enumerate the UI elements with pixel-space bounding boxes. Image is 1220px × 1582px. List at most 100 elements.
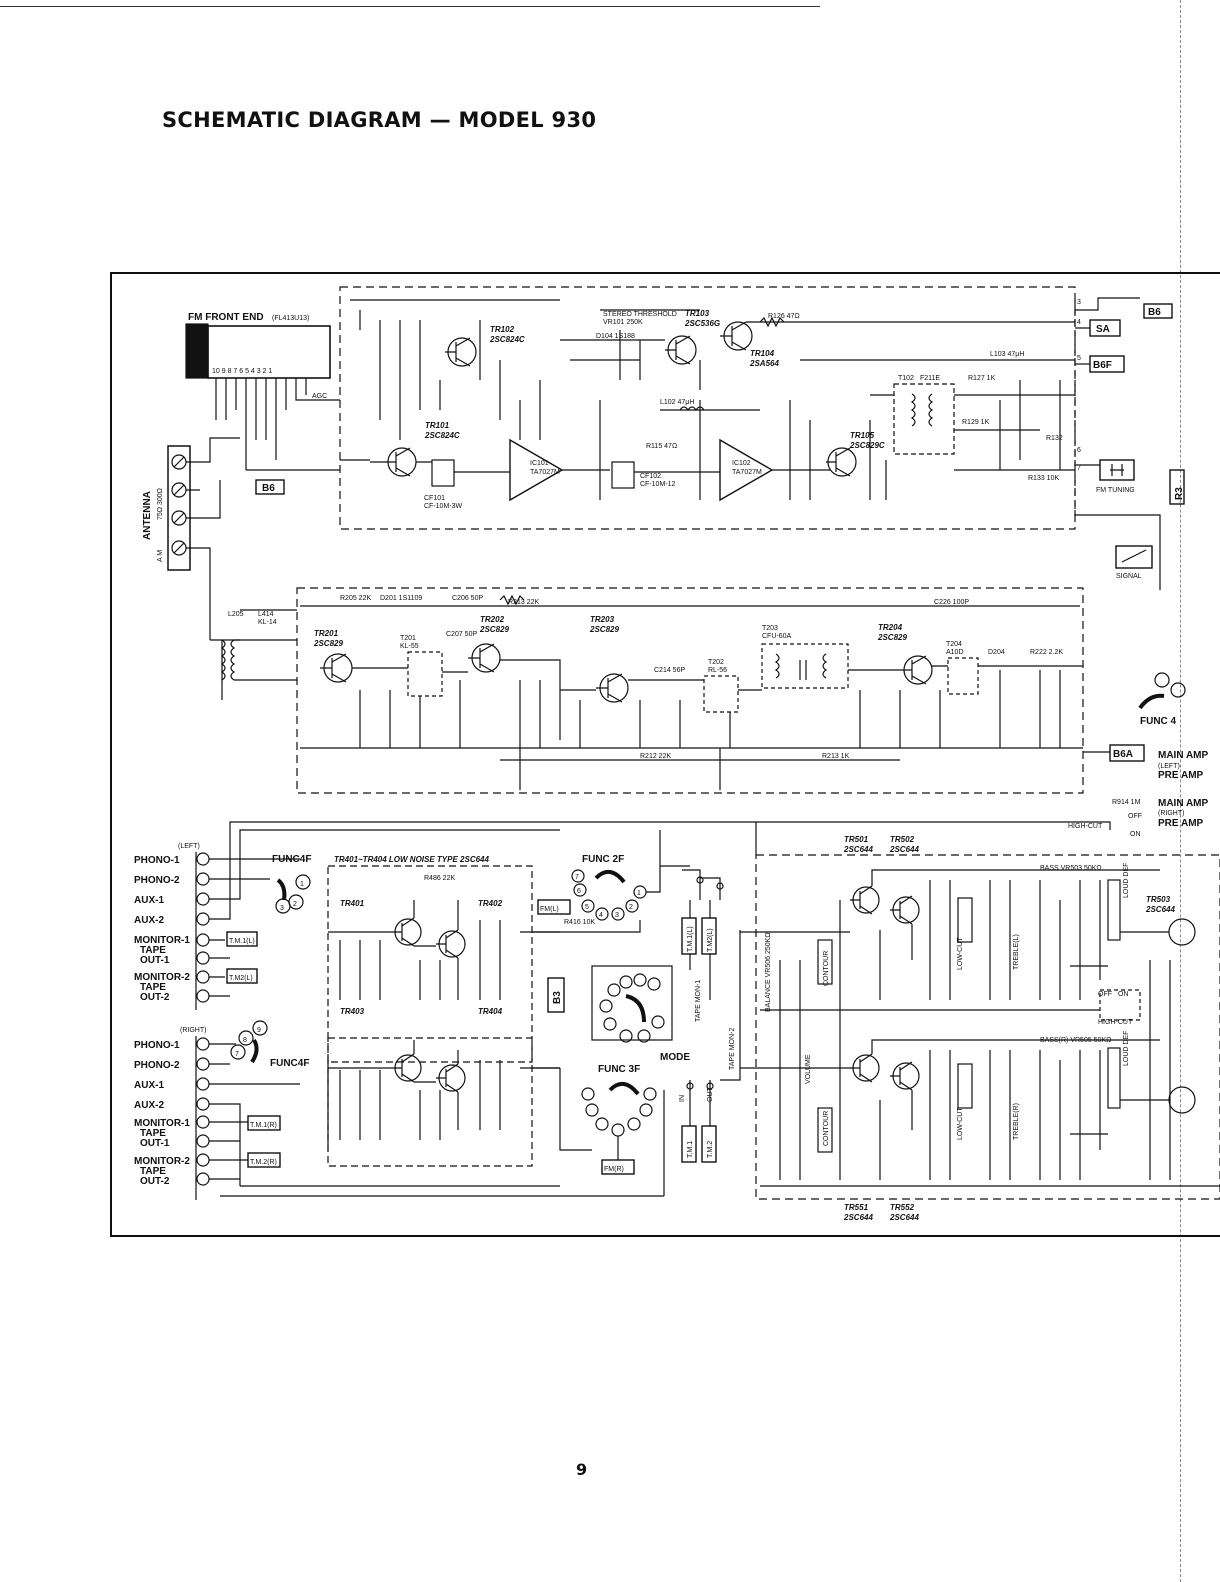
ic101-type: TA7027M (530, 469, 560, 476)
signal-label: SIGNAL (1116, 573, 1142, 580)
high-cut-off-label: OFF (1128, 813, 1142, 820)
svg-text:6: 6 (577, 888, 581, 895)
balance-label: BALANCE VR506 250KΩ (765, 932, 772, 1012)
right-tape-1: TAPE (140, 1128, 166, 1139)
b6-connector-left: B6 (262, 483, 275, 494)
func4f-left-label: FUNC4F (272, 854, 311, 865)
tr103-label: TR103 (685, 309, 710, 318)
tr203-label: TR203 (590, 615, 615, 624)
r914-label: R914 1M (1112, 799, 1141, 806)
tm2l-left-tag: T.M2(L) (229, 975, 253, 982)
tr104-label: TR104 (750, 349, 775, 358)
antenna-am-label: A M (157, 550, 164, 562)
tm1-top-tag: T.M.1(L) (687, 926, 694, 952)
fm-if-amp-stage-1: TR101 2SC824C TR102 2SC824C CF101 CF-10M… (350, 299, 700, 510)
pre-amp-left-label: PRE AMP (1158, 770, 1204, 781)
svg-text:7: 7 (1077, 465, 1081, 472)
svg-text:3: 3 (615, 912, 619, 919)
tr202-label: TR202 (480, 615, 505, 624)
tr204-label: TR204 (878, 623, 903, 632)
func4-area: FUNC 4 MAIN AMP (LEFT) PRE AMP MAIN AMP … (1068, 672, 1209, 838)
tr552-type: 2SC644 (889, 1213, 919, 1222)
tr103-type: 2SC536G (684, 319, 720, 328)
svg-text:7: 7 (575, 874, 579, 881)
phono-preamp-box (327, 865, 533, 1063)
stereo-threshold-label: STEREO THRESHOLD (603, 311, 677, 318)
right-phono-2: PHONO-2 (134, 1060, 180, 1071)
b3-connector: B3 (552, 991, 563, 1004)
b6a-connector: B6A (1113, 749, 1133, 760)
r222-label: R222 2.2K (1030, 649, 1063, 656)
r129-label: R129 1K (962, 419, 990, 426)
tr503-label: TR503 (1146, 895, 1171, 904)
t204-type: A10D (946, 649, 964, 656)
right-monitor-1: MONITOR-1 (134, 1118, 190, 1129)
function-switches: FUNC 2F 7 6 5 4 3 2 1 FM(L) R416 10K MOD… (532, 830, 741, 1196)
fm-r-tag: FM(R) (604, 1166, 624, 1173)
fm-tuning-label: FM TUNING (1096, 487, 1135, 494)
r3-connector: R3 (1174, 487, 1185, 500)
l102-label: L102 47μH (660, 399, 694, 406)
antenna-fm-imp: 75Ω 300Ω (157, 488, 164, 520)
cf101-label: CF101 (424, 495, 445, 502)
func3f-label: FUNC 3F (598, 1064, 640, 1075)
loud-def-top: LOUD DEF (1123, 863, 1130, 898)
tr105-label: TR105 (850, 431, 875, 440)
svg-text:9: 9 (257, 1027, 261, 1034)
page-edge-line (1180, 0, 1181, 1582)
t102-label: T102 (898, 375, 914, 382)
right-aux-2: AUX-2 (134, 1100, 164, 1111)
r213-top-label: R213 22K (508, 599, 539, 606)
bass-l-label: BASS VR503 50KΩ (1040, 865, 1102, 872)
tr105-type: 2SC829C (849, 441, 885, 450)
tr201-type: 2SC829 (313, 639, 343, 648)
tr402-label: TR402 (478, 899, 503, 908)
r126-label: R126 47Ω (768, 313, 800, 320)
treble-r-label: TREBLE(R) (1013, 1103, 1020, 1140)
main-amp-left-label: MAIN AMP (1158, 750, 1209, 761)
tr502-label: TR502 (890, 835, 915, 844)
d201-label: D201 1S1109 (380, 595, 422, 602)
svg-text:1: 1 (300, 881, 304, 888)
fm-if-module-box (339, 286, 1076, 530)
tm1l-left-tag: T.M.1(L) (229, 938, 255, 945)
r212-label: R212 22K (640, 753, 671, 760)
tr503-type: 2SC644 (1145, 905, 1175, 914)
antenna-label: ANTENNA (142, 491, 153, 540)
am-tuner-section: L205 L414 KL-14 R205 22K D201 1S1109 C20… (220, 594, 1145, 790)
r213-label: R213 1K (822, 753, 850, 760)
d104-label: D104 1S188 (596, 333, 635, 340)
right-label: (RIGHT) (1158, 810, 1184, 817)
func4f-left-switch: FUNC4F 1 2 3 (272, 854, 311, 914)
l414-label: L414 (258, 611, 274, 618)
t203-type: CFU-60A (762, 633, 792, 640)
antenna-terminals: ANTENNA 75Ω 300Ω A M (142, 437, 240, 640)
svg-text:3: 3 (1077, 299, 1081, 306)
right-out-2: OUT-2 (140, 1176, 170, 1187)
cf101-type: CF-10M-3W (424, 503, 463, 510)
high-cut-mid-off: OFF (1098, 991, 1112, 998)
tr551-type: 2SC644 (843, 1213, 873, 1222)
tr501-type: 2SC644 (843, 845, 873, 854)
t203-label: T203 (762, 625, 778, 632)
phono-preamp-section: TR401~TR404 LOW NOISE TYPE 2SC644 TR401 … (327, 855, 560, 1150)
svg-text:1: 1 (637, 890, 641, 897)
fm-front-end-pins: 10 9 8 7 6 5 4 3 2 1 (212, 368, 272, 375)
left-out-2: OUT-2 (140, 992, 170, 1003)
treble-l-label: TREBLE(L) (1013, 934, 1020, 970)
fm-front-end: FM FRONT END (FL413U13) 10 9 8 7 6 5 4 3… (185, 312, 340, 471)
low-noise-note: TR401~TR404 LOW NOISE TYPE 2SC644 (334, 855, 489, 864)
t202-type: RL-56 (708, 667, 727, 674)
stereo-threshold-vr: VR101 250K (603, 319, 643, 326)
r205-label: R205 22K (340, 595, 371, 602)
r127-label: R127 1K (968, 375, 996, 382)
top-rule (0, 6, 820, 7)
fm-front-end-label: FM FRONT END (188, 312, 264, 323)
tr101-label: TR101 (425, 421, 450, 430)
left-monitor-1: MONITOR-1 (134, 935, 190, 946)
tr102-label: TR102 (490, 325, 515, 334)
r416-label: R416 10K (564, 919, 595, 926)
tr552-label: TR552 (890, 1203, 915, 1212)
c226-label: C226 100P (934, 599, 969, 606)
right-aux-1: AUX-1 (134, 1080, 164, 1091)
